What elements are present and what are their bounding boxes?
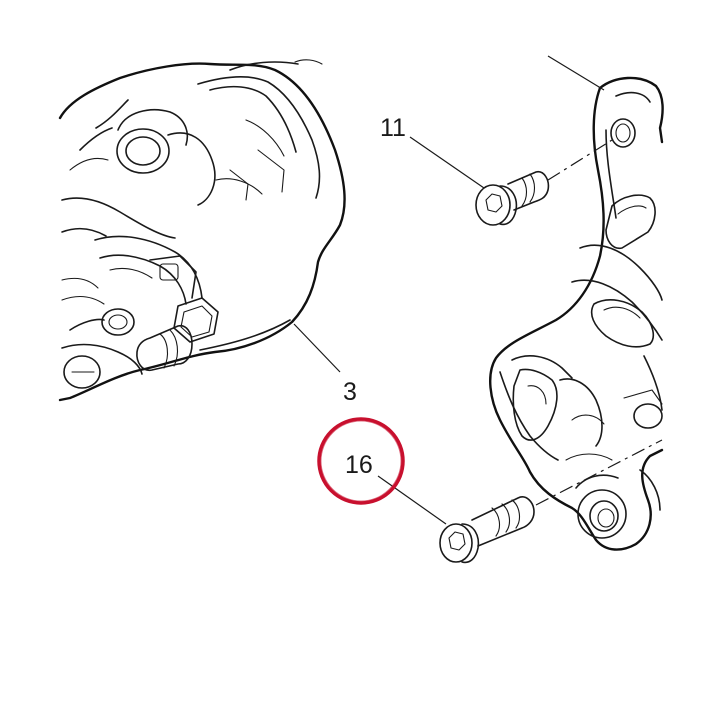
center-line-16 bbox=[535, 439, 663, 506]
callout-labels: 11 3 16 bbox=[343, 114, 406, 479]
mounting-bracket bbox=[489, 76, 664, 551]
highlight-circle bbox=[317, 417, 405, 505]
screw-16 bbox=[439, 496, 535, 564]
caliper-body bbox=[58, 59, 346, 402]
leader-11 bbox=[409, 136, 485, 189]
leader-16 bbox=[377, 475, 447, 525]
center-line-11 bbox=[547, 139, 613, 181]
leader-bracket bbox=[547, 55, 605, 91]
callout-16: 16 bbox=[345, 451, 373, 479]
assembly-center-lines bbox=[535, 139, 663, 506]
screw-11 bbox=[475, 170, 550, 226]
leader-lines bbox=[293, 55, 605, 525]
callout-11: 11 bbox=[380, 114, 406, 142]
leader-3 bbox=[293, 323, 341, 373]
callout-3: 3 bbox=[343, 378, 357, 406]
highlight-circle-inner-stroke bbox=[320, 420, 402, 502]
